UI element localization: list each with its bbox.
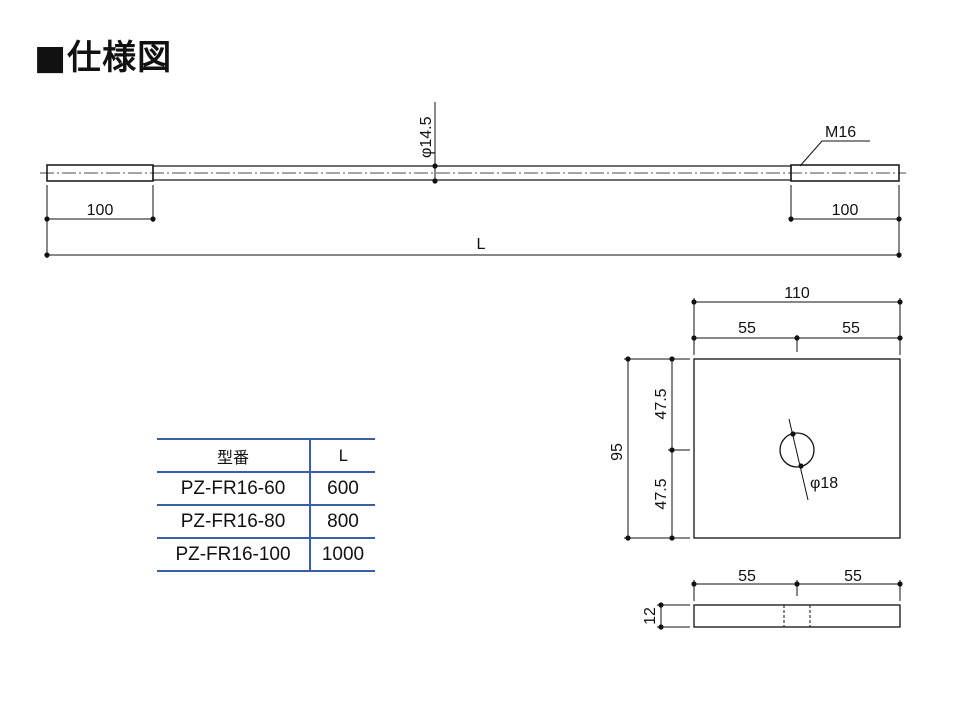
- spec-table: 型番 L PZ-FR16-60 600 PZ-FR16-80 800 PZ-FR…: [157, 438, 375, 572]
- table-cell-model: PZ-FR16-80: [157, 504, 311, 539]
- table-header-model: 型番: [157, 438, 311, 473]
- rod-thread-length-right: 100: [832, 202, 859, 219]
- side-thickness: 12: [642, 607, 659, 625]
- plate-hole: [779, 432, 815, 468]
- plate-width-total: 110: [784, 285, 810, 302]
- table-header-length: L: [310, 438, 375, 473]
- plate-width-right: 55: [842, 320, 860, 337]
- rod-diameter-label: φ14.5: [418, 116, 435, 158]
- table-row: PZ-FR16-60 600: [157, 471, 375, 506]
- table-cell-length: 600: [310, 471, 375, 506]
- rod-thread-length-left: 100: [87, 202, 114, 219]
- plate-top-outline: [693, 358, 901, 539]
- page-title: ■仕様図: [34, 38, 173, 78]
- rod-thread-label: M16: [825, 124, 856, 141]
- dimension-dots: [44, 163, 903, 630]
- plate-height-total: 95: [609, 443, 626, 461]
- rod: [40, 102, 906, 183]
- table-cell-model: PZ-FR16-60: [157, 471, 311, 506]
- side-width-right: 55: [844, 568, 862, 585]
- table-row: PZ-FR16-100 1000: [157, 537, 375, 572]
- plate-height-lower: 47.5: [653, 478, 670, 509]
- plate-height-upper: 47.5: [653, 388, 670, 419]
- side-width-left: 55: [738, 568, 756, 585]
- hole-diameter-leader: [788, 418, 809, 501]
- thread-leader: [799, 140, 870, 167]
- table-cell-length: 800: [310, 504, 375, 539]
- plate-width-left: 55: [738, 320, 756, 337]
- plate-hole-label: φ18: [810, 475, 838, 492]
- table-cell-length: 1000: [310, 537, 375, 572]
- rod-overall-length: L: [477, 236, 486, 253]
- table-cell-model: PZ-FR16-100: [157, 537, 311, 572]
- plate-side-outline: [693, 604, 901, 628]
- table-header-row: 型番 L: [157, 438, 375, 473]
- table-row: PZ-FR16-80 800: [157, 504, 375, 539]
